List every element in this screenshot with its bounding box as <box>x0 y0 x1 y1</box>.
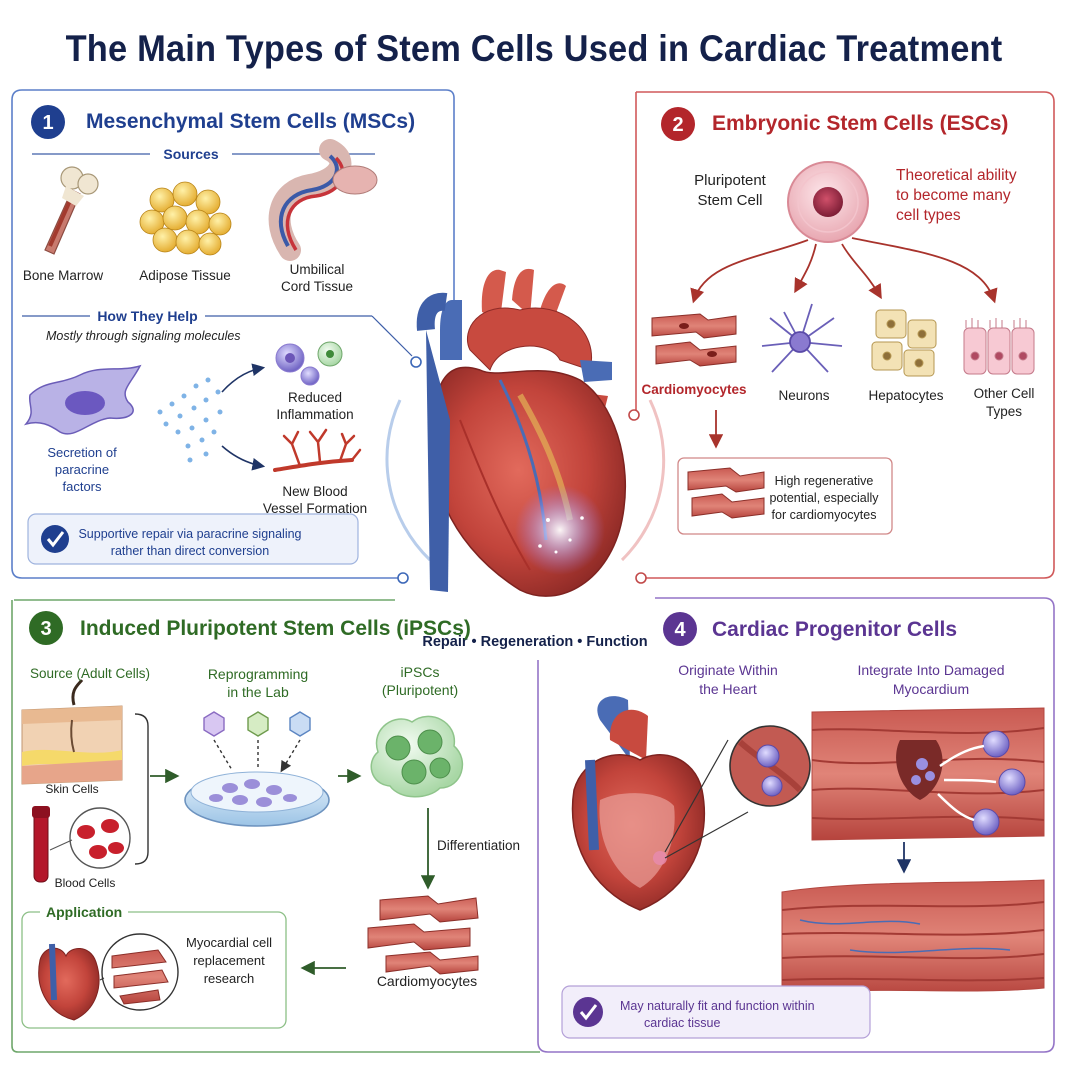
ipsc-reprogramming-1: Reprogramming <box>207 666 309 682</box>
cpc-title: Cardiac Progenitor Cells <box>712 618 958 641</box>
esc-ability-2: to become many <box>896 187 1011 204</box>
cpc-check-icon <box>573 997 603 1027</box>
msc-dividers <box>22 153 413 357</box>
source-cord-tissue: Cord Tissue <box>280 279 354 294</box>
cpc-note-2: cardiac tissue <box>644 1016 721 1030</box>
esc-type-hepatocytes: Hepatocytes <box>868 388 944 403</box>
other-cells-icon <box>963 318 1035 375</box>
hepatocytes-icon <box>871 309 937 377</box>
msc-number: 1 <box>42 112 54 134</box>
central-heart-illustration <box>385 268 666 597</box>
ipsc-application-heading: Application <box>40 904 129 921</box>
damaged-myocardium-illustration <box>811 707 1045 841</box>
cpc-integrate-1: Integrate Into Damaged <box>857 662 1005 678</box>
effect-inflammation: Inflammation <box>276 407 354 422</box>
esc-ability-3: cell types <box>896 207 961 224</box>
source-bone-marrow: Bone Marrow <box>22 268 104 283</box>
ipsc-application-2: replacement <box>193 953 265 968</box>
ipsc-number: 3 <box>40 618 52 640</box>
msc-cell-icon <box>23 364 142 435</box>
esc-cell-label-1: Pluripotent <box>694 172 766 189</box>
repaired-myocardium-illustration <box>781 879 1045 997</box>
esc-cardiomyocytes-icon <box>651 313 737 367</box>
esc-type-neurons: Neurons <box>778 388 830 403</box>
esc-ability-1: Theoretical ability <box>896 167 1017 184</box>
ipsc-differentiation: Differentiation <box>437 838 521 853</box>
ipsc-blood-label: Blood Cells <box>54 876 116 890</box>
skin-cells-icon <box>21 679 123 785</box>
paracrine-dots <box>157 377 223 463</box>
blood-vessel-icon <box>273 428 362 472</box>
effect-vessel-formation: Vessel Formation <box>262 501 368 516</box>
esc-potential-3: for cardiomyocytes <box>771 508 877 522</box>
bone-marrow-icon <box>44 166 99 255</box>
ipsc-application-1: Myocardial cell <box>186 935 272 950</box>
cpc-integrate-2: Myocardium <box>892 681 970 697</box>
source-adipose: Adipose Tissue <box>139 268 231 283</box>
ipsc-label-2: (Pluripotent) <box>381 682 459 698</box>
application-heart-icon <box>38 933 179 1021</box>
ipsc-label-1: iPSCs <box>400 664 440 680</box>
differentiation-arrows <box>690 237 998 449</box>
msc-help-heading: How They Help <box>97 308 198 324</box>
esc-potential-1: High regenerative <box>774 474 874 488</box>
page-title: The Main Types of Stem Cells Used in Car… <box>65 28 1003 69</box>
number-badges <box>29 105 697 646</box>
source-umbilical: Umbilical <box>289 262 345 277</box>
adipose-tissue-icon <box>139 181 232 256</box>
esc-box-cardiomyocytes-icon <box>687 467 765 519</box>
effect-reduced: Reduced <box>287 390 343 405</box>
ipsc-source-heading: Source (Adult Cells) <box>30 666 151 681</box>
esc-type-other-2: Types <box>985 404 1023 419</box>
esc-cell-label-2: Stem Cell <box>697 192 763 209</box>
esc-title: Embryonic Stem Cells (ESCs) <box>712 112 1009 135</box>
msc-help-subtitle: Mostly through signaling molecules <box>46 329 241 343</box>
ipsc-cardiomyocytes: Cardiomyocytes <box>376 973 478 989</box>
ipsc-skin-label: Skin Cells <box>45 782 99 796</box>
cpc-number: 4 <box>674 619 686 641</box>
ipsc-reprogramming-2: in the Lab <box>227 684 289 700</box>
msc-note-box <box>27 513 359 565</box>
effect-new-blood: New Blood <box>282 484 348 499</box>
esc-type-other-1: Other Cell <box>973 386 1035 401</box>
neuron-icon <box>761 303 843 373</box>
check-icon <box>41 525 69 553</box>
ipsc-cardiomyocytes-icon <box>367 895 479 975</box>
ipsc-application-3: research <box>203 971 255 986</box>
inflammation-cells-icon <box>275 341 343 386</box>
esc-type-cardiomyocytes: Cardiomyocytes <box>641 382 747 397</box>
msc-note-line-2: rather than direct conversion <box>110 544 270 558</box>
cpc-originate-2: the Heart <box>699 681 757 697</box>
esc-potential-2: potential, especially <box>769 491 879 505</box>
ipsc-title: Induced Pluripotent Stem Cells (iPSCs) <box>80 617 471 640</box>
ipsc-cluster-icon <box>370 715 464 798</box>
cpc-note-box <box>561 985 871 1039</box>
cpc-heart-illustration <box>571 696 811 911</box>
secretion-line-3: factors <box>62 479 102 494</box>
pluripotent-cell-icon <box>787 161 869 243</box>
cpc-note-1: May naturally fit and function within <box>620 999 815 1013</box>
secretion-line-2: paracrine <box>54 462 110 477</box>
panel-frames <box>11 89 1055 1053</box>
msc-title: Mesenchymal Stem Cells (MSCs) <box>86 110 416 133</box>
blood-cells-icon <box>32 806 131 883</box>
reprogramming-factors-icon <box>203 711 311 770</box>
cpc-originate-1: Originate Within <box>678 662 778 678</box>
msc-sources-heading: Sources <box>163 146 219 162</box>
umbilical-cord-icon <box>268 139 378 261</box>
esc-number: 2 <box>672 114 684 136</box>
msc-note-line-1: Supportive repair via paracrine signalin… <box>78 527 302 541</box>
petri-dish-icon <box>184 771 330 827</box>
center-caption: Repair • Regeneration • Function <box>422 634 648 650</box>
secretion-line-1: Secretion of <box>47 445 117 460</box>
